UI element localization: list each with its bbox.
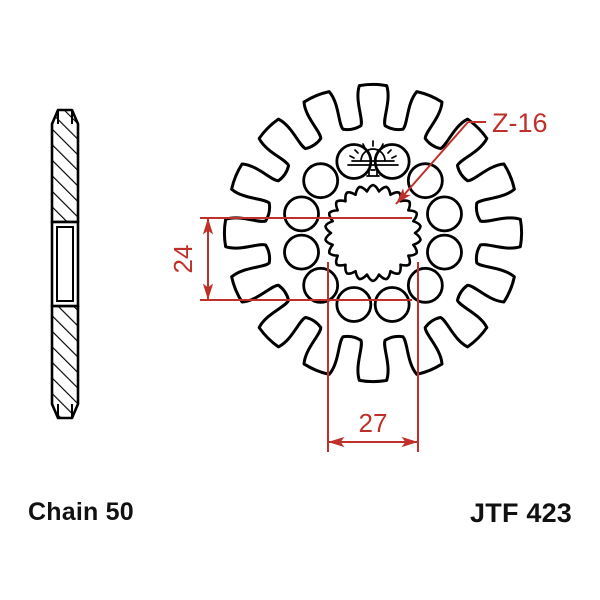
teeth-callout-leader [395, 121, 469, 205]
dimension-text-group: 24 27 Z-16 [168, 108, 548, 438]
side-upper-hatch [52, 110, 78, 222]
dimension-label-24: 24 [168, 245, 198, 274]
lightening-hole [302, 162, 340, 200]
lightening-hole [283, 195, 320, 233]
lightening-hole [426, 233, 463, 271]
lightening-hole [426, 195, 463, 233]
side-centre-web-inner [56, 226, 74, 302]
lightening-hole [335, 286, 373, 323]
teeth-callout-label: Z-16 [492, 108, 548, 138]
lightening-hole [373, 286, 411, 323]
lightening-hole [406, 162, 444, 200]
sunrise-stamp-icon [347, 140, 399, 177]
side-lower-hatch [52, 306, 78, 418]
side-profile-view [50, 108, 80, 420]
part-number-label: JTF 423 [470, 498, 572, 528]
lightening-hole-ring [283, 143, 463, 323]
dimension-label-27: 27 [359, 408, 388, 438]
splined-centre-bore [324, 183, 422, 283]
front-face-view [222, 82, 524, 384]
dimension-annotations [200, 121, 486, 452]
lightening-hole [406, 266, 444, 304]
chain-label: Chain 50 [28, 498, 134, 526]
lightening-hole [283, 233, 320, 271]
lightening-hole [302, 266, 340, 304]
